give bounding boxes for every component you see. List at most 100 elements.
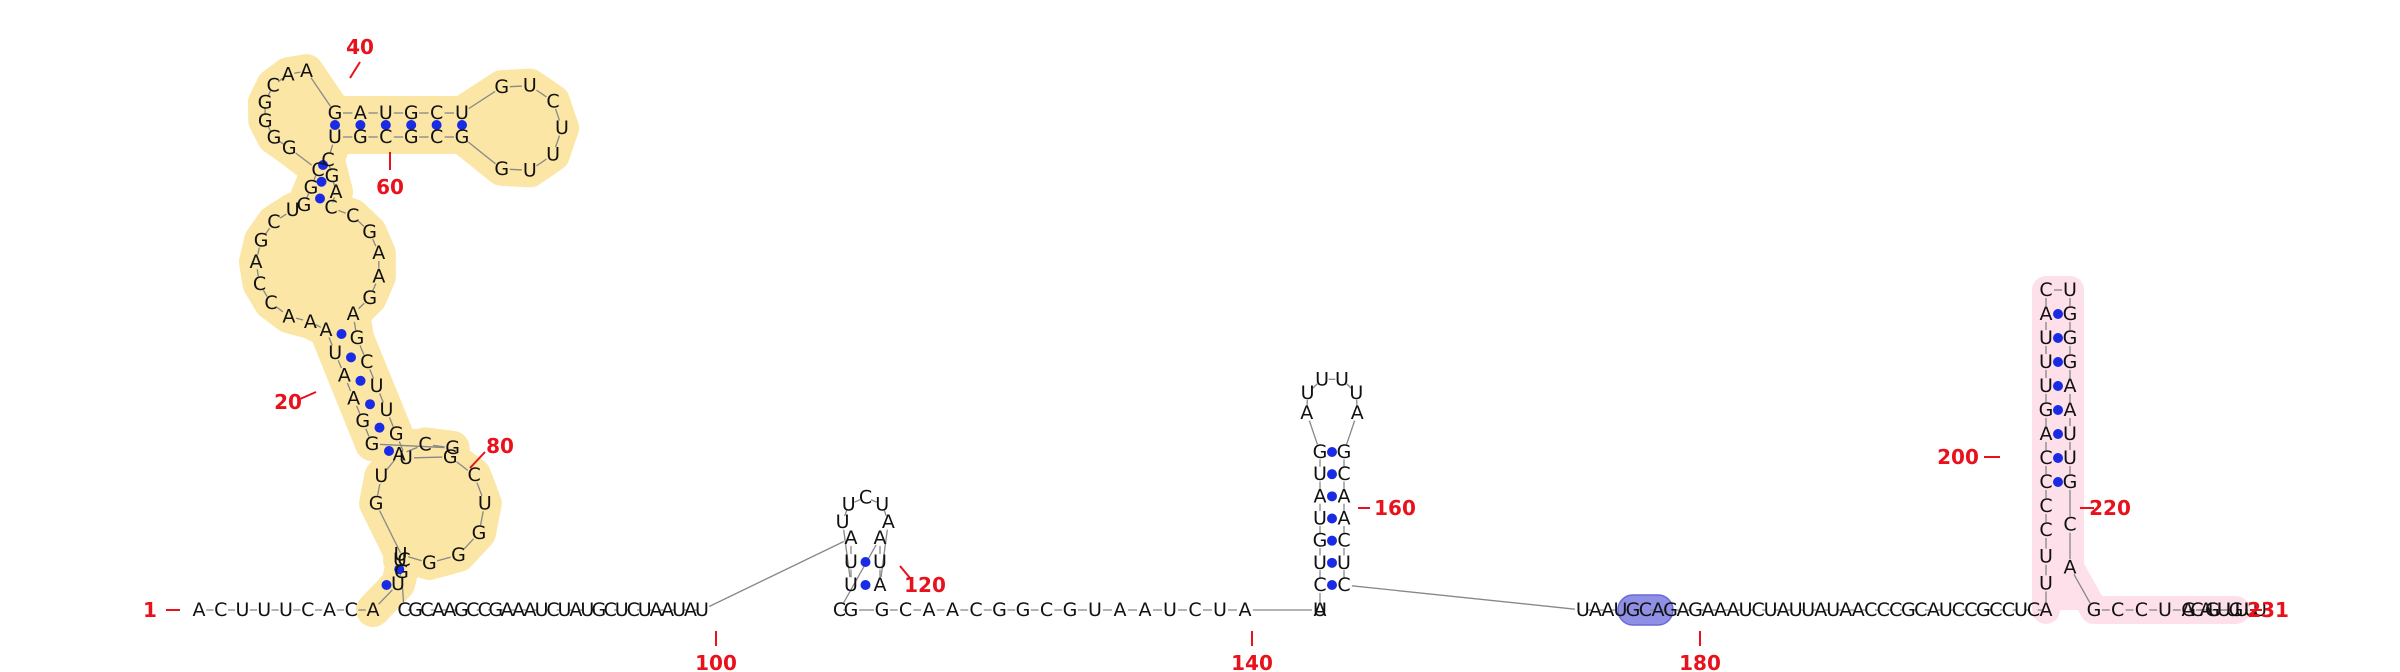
nucleotide-168: C xyxy=(1639,599,1652,621)
position-label-200: 200 xyxy=(1937,445,1979,469)
numbering-labels: 1 20 40 60 80 100 120 140 160 180 200 22… xyxy=(143,35,2289,672)
nucleotide-152: U xyxy=(1315,368,1329,390)
nucleotide-205: C xyxy=(2039,471,2052,493)
nucleotide-45: C xyxy=(430,102,443,124)
nucleotide-111: U xyxy=(695,599,709,621)
nucleotide-226: C xyxy=(2111,599,2124,621)
base-pair-dot xyxy=(1327,513,1337,524)
nucleotide-213: C xyxy=(2039,279,2052,301)
nucleotide-39: A xyxy=(282,63,295,85)
base-pair-dot xyxy=(2053,333,2063,343)
nucleotide-67: A xyxy=(372,265,385,287)
nucleotide-194: C xyxy=(1964,599,1977,621)
nucleotide-79: G xyxy=(472,522,487,544)
nucleotide-52: U xyxy=(523,159,537,181)
nucleotide-91: C xyxy=(466,599,479,621)
nucleotide-64: C xyxy=(346,205,359,227)
nucleotide-42: A xyxy=(354,102,367,124)
nucleotide-86: G xyxy=(408,599,423,621)
nucleotide-131: G xyxy=(1016,599,1031,621)
nucleotide-215: G xyxy=(2063,303,2078,325)
nucleotide-21: U xyxy=(328,342,342,364)
nucleotide-193: C xyxy=(1952,599,1965,621)
base-pair-dot xyxy=(860,557,871,567)
backbone-bond xyxy=(257,247,261,255)
backbone-bond xyxy=(305,193,310,200)
nucleotide-214: U xyxy=(2063,279,2077,301)
base-pair-dot xyxy=(457,120,467,130)
nucleotide-94: A xyxy=(501,599,514,621)
nucleotide-164: A xyxy=(1589,599,1602,621)
nucleotide-48: U xyxy=(523,75,537,97)
nucleotide-225: G xyxy=(2087,599,2102,621)
nucleotide-177: C xyxy=(1751,599,1764,621)
nucleotide-175: A xyxy=(1727,599,1740,621)
nucleotide-127: A xyxy=(923,599,936,621)
nucleotide-140: A xyxy=(1239,599,1252,621)
nucleotide-95: A xyxy=(512,599,525,621)
nucleotide-229: G xyxy=(2181,599,2196,621)
nucleotide-151: U xyxy=(1301,382,1315,404)
nucleotide-54: G xyxy=(455,126,470,148)
nucleotide-184: A xyxy=(1839,599,1852,621)
nucleotide-121: U xyxy=(873,551,887,573)
nucleotide-17: G xyxy=(365,433,380,455)
backbone-bond xyxy=(379,393,384,403)
base-pair-dot xyxy=(2053,357,2063,367)
nucleotide-146: U xyxy=(1313,508,1327,530)
nucleotide-179: A xyxy=(1777,599,1790,621)
nucleotide-130: G xyxy=(992,599,1007,621)
nucleotide-136: A xyxy=(1139,599,1152,621)
nucleotide-116: U xyxy=(842,494,856,516)
nucleotide-126: C xyxy=(899,599,912,621)
nucleotide-107: A xyxy=(650,599,663,621)
nucleotide-196: C xyxy=(1989,599,2002,621)
nucleotide-222: G xyxy=(2063,471,2078,493)
nucleotide-76: G xyxy=(443,446,458,468)
nucleotide-149: G xyxy=(1313,441,1328,463)
backbone-bond xyxy=(338,209,346,214)
nucleotide-169: A xyxy=(1651,599,1664,621)
nucleotide-153: U xyxy=(1335,368,1349,390)
nucleotide-69: A xyxy=(347,303,360,325)
nucleotide-80: G xyxy=(451,544,466,566)
position-label-40: 40 xyxy=(346,35,374,59)
nucleotide-56: G xyxy=(404,126,419,148)
nucleotide-199: C xyxy=(2027,599,2040,621)
position-label-80: 80 xyxy=(486,434,514,458)
nucleotide-89: A xyxy=(443,599,456,621)
base-pair-dot xyxy=(394,564,405,575)
nucleotide-layer: ACUUUCACAUCGUACGGGAAUAAACCAGCUGGCGGGGCAA… xyxy=(193,60,2267,621)
nucleotide-209: U xyxy=(2039,375,2053,397)
nucleotide-183: U xyxy=(1826,599,1840,621)
nucleotide-129: C xyxy=(969,599,982,621)
nucleotide-25: C xyxy=(264,292,277,314)
nucleotide-240: U xyxy=(2253,599,2267,621)
nucleotide-26: C xyxy=(253,273,266,295)
backbone-bond xyxy=(1345,420,1356,445)
nucleotide-2: C xyxy=(214,599,227,621)
nucleotide-233: C xyxy=(2190,599,2203,621)
nucleotide-161: U xyxy=(1337,552,1351,574)
backbone-bond xyxy=(267,126,272,133)
nucleotide-119: A xyxy=(882,511,895,533)
base-pair-dot xyxy=(316,176,327,187)
base-pair-dot xyxy=(1327,469,1337,480)
backbone-bond xyxy=(353,321,357,331)
nucleotide-212: A xyxy=(2040,303,2053,325)
nucleotide-50: U xyxy=(555,117,569,139)
backbone-bond xyxy=(310,77,332,107)
nucleotide-29: C xyxy=(267,211,280,233)
backbone-bond xyxy=(408,556,422,562)
nucleotide-28: G xyxy=(254,229,269,251)
nucleotide-44: G xyxy=(404,102,419,124)
nucleotide-207: A xyxy=(2040,423,2053,445)
nucleotide-23: A xyxy=(304,311,317,333)
nucleotide-197: C xyxy=(2002,599,2015,621)
nucleotide-18: G xyxy=(355,410,370,432)
nucleotide-143: C xyxy=(1313,574,1326,596)
nucleotide-101: U xyxy=(580,599,594,621)
nucleotide-124: G xyxy=(844,599,859,621)
nucleotide-37: G xyxy=(258,91,273,113)
